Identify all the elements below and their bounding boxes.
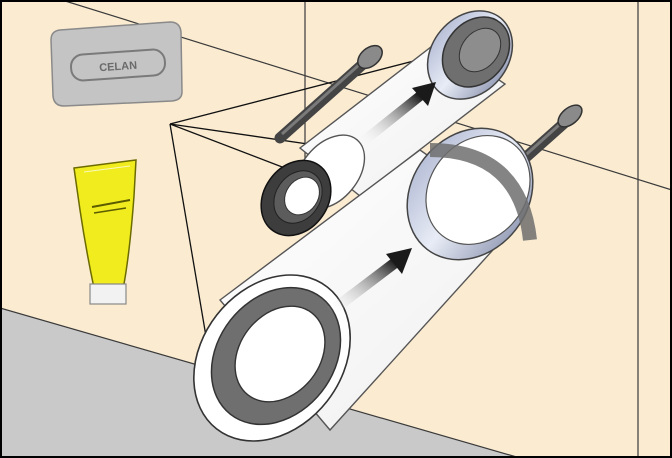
soap-bar-icon: CELAN (51, 22, 182, 106)
